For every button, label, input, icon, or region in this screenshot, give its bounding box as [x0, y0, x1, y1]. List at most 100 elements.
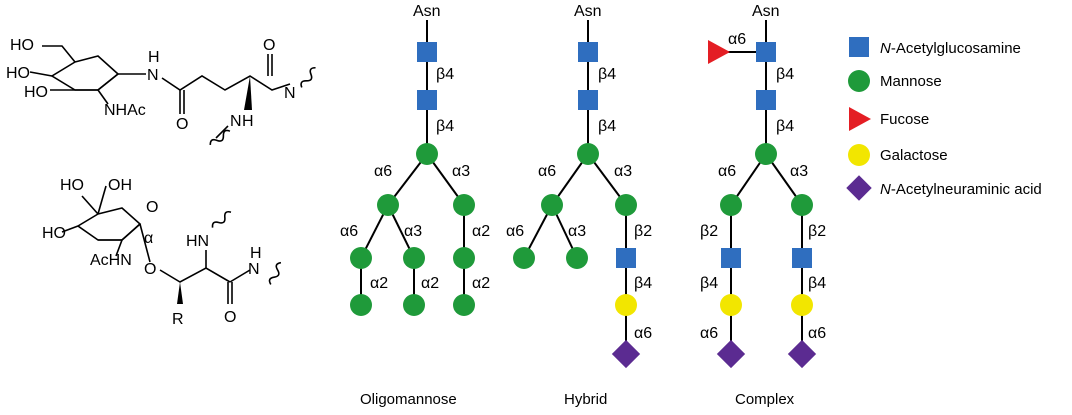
asn-root-label: Asn: [574, 3, 602, 20]
glycan-nodes: [350, 42, 475, 316]
linkage-label: α3: [404, 223, 422, 240]
linkage-label: β2: [634, 223, 652, 240]
mannose-node: [513, 247, 535, 269]
mannose-node: [453, 194, 475, 216]
atom-label: H: [250, 245, 262, 262]
glcnac-node: [578, 90, 598, 110]
linkage-label: β4: [808, 275, 826, 292]
linkage-label: α6: [340, 223, 358, 240]
glcnac-node: [578, 42, 598, 62]
linkage-label: β4: [598, 66, 616, 83]
atom-label: N: [147, 67, 159, 84]
mannose-node: [541, 194, 563, 216]
linkage-label: α3: [568, 223, 586, 240]
linkage-label: β4: [436, 66, 454, 83]
atom-label: HN: [186, 233, 209, 250]
atom-label: NHAc: [104, 102, 146, 119]
bottom-molecule-labels: HO OH O HO α AcHN O HN N H R O: [42, 177, 262, 328]
hybrid-glycan: Asn β4 β4 α6 α3 α6 α3 β2 β4 α6 Hybrid: [506, 3, 652, 408]
complex-caption: Complex: [735, 391, 795, 408]
linkage-label: β2: [808, 223, 826, 240]
linkage-label: α3: [790, 163, 808, 180]
atom-label: OH: [108, 177, 132, 194]
linkage-label: α6: [808, 325, 826, 342]
neu5ac-node: [787, 339, 817, 369]
legend-label: Mannose: [880, 73, 942, 90]
neu5ac-node: [716, 339, 746, 369]
linkage-label: β4: [700, 275, 718, 292]
asn-root-label: Asn: [413, 3, 441, 20]
linkage-label: α3: [614, 163, 632, 180]
neu5ac-node: [611, 339, 641, 369]
top-molecule-bonds: [29, 45, 316, 145]
glcnac-square-icon: [849, 37, 869, 57]
atom-label: HO: [60, 177, 84, 194]
mannose-node: [416, 143, 438, 165]
atom-label: α: [144, 230, 153, 247]
glycan-nodes: [513, 42, 641, 369]
glcnac-node: [616, 248, 636, 268]
linkage-label: α6: [718, 163, 736, 180]
glycan-nodes: [708, 40, 817, 369]
glcnac-node: [756, 90, 776, 110]
atom-label: HO: [24, 84, 48, 101]
legend: N-Acetylglucosamine Mannose Fucose Galac…: [846, 37, 1042, 201]
atom-label: N: [230, 113, 242, 130]
fucose-node: [708, 40, 730, 64]
atom-label: O: [224, 309, 236, 326]
glcnac-node: [792, 248, 812, 268]
linkage-label: β4: [634, 275, 652, 292]
mannose-node: [377, 194, 399, 216]
linkage-label: α6: [538, 163, 556, 180]
linkage-label: β4: [776, 118, 794, 135]
legend-label: N-Acetylglucosamine: [880, 40, 1021, 57]
linkage-label: α3: [452, 163, 470, 180]
galactose-node: [791, 294, 813, 316]
fucose-triangle-icon: [849, 107, 871, 131]
linkage-label: α2: [370, 275, 388, 292]
atom-label: N: [248, 261, 260, 278]
linkage-labels: β4 β4 α6 α3 α6 α3 α2 α2 α2 α2: [340, 66, 490, 292]
mannose-node: [350, 247, 372, 269]
linkage-label: α2: [472, 275, 490, 292]
atom-label: AcHN: [90, 252, 132, 269]
linkage-label: α2: [421, 275, 439, 292]
atom-label: R: [172, 311, 184, 328]
mannose-node: [720, 194, 742, 216]
legend-label: N-Acetylneuraminic acid: [880, 181, 1042, 198]
bottom-molecule-bonds: [61, 185, 282, 304]
linkage-label: α6: [506, 223, 524, 240]
galnac-serine-structure: HO OH O HO α AcHN O HN N H R O: [42, 177, 282, 328]
mannose-node: [350, 294, 372, 316]
atom-label: O: [263, 37, 275, 54]
galactose-node: [615, 294, 637, 316]
atom-label: O: [176, 116, 188, 133]
asn-root-label: Asn: [752, 3, 780, 20]
mannose-node: [453, 247, 475, 269]
glcnac-node: [721, 248, 741, 268]
linkage-label: β4: [776, 66, 794, 83]
glcnac-asparagine-structure: HO HO HO NHAc N H O O N H N H: [6, 37, 316, 145]
glcnac-node: [417, 90, 437, 110]
linkage-label: β4: [436, 118, 454, 135]
linkage-label: β4: [598, 118, 616, 135]
mannose-node: [403, 294, 425, 316]
mannose-node: [791, 194, 813, 216]
mannose-node: [755, 143, 777, 165]
linkage-label: α6: [728, 31, 746, 48]
oligomannose-caption: Oligomannose: [360, 391, 457, 408]
linkage-labels: α6 β4 β4 α6 α3 β2 β2 β4 β4 α6 α6: [700, 31, 826, 342]
linkage-label: α2: [472, 223, 490, 240]
atom-label: HO: [10, 37, 34, 54]
neu5ac-diamond-icon: [846, 175, 872, 201]
linkage-label: β2: [700, 223, 718, 240]
glcnac-node: [756, 42, 776, 62]
atom-label: H: [242, 113, 254, 130]
atom-label: H: [148, 49, 160, 66]
legend-label: Fucose: [880, 111, 929, 128]
linkage-label: α6: [374, 163, 392, 180]
mannose-node: [453, 294, 475, 316]
glcnac-node: [417, 42, 437, 62]
linkage-label: α6: [700, 325, 718, 342]
